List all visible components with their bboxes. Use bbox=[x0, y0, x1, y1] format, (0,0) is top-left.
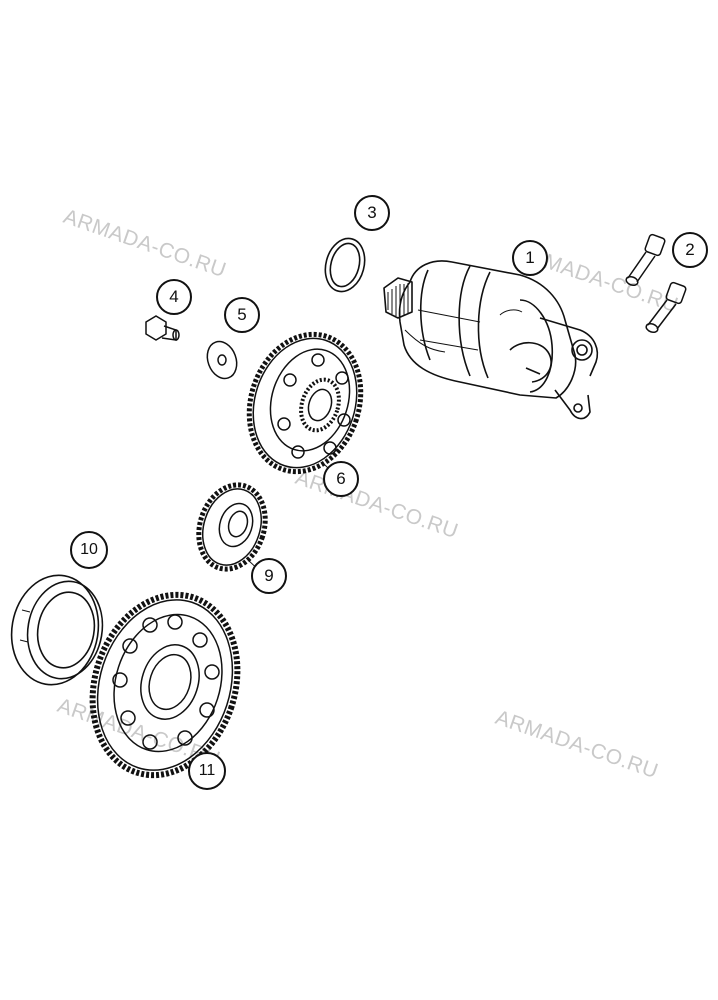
callout-part-4: 4 bbox=[156, 279, 192, 315]
callout-part-6: 6 bbox=[323, 461, 359, 497]
callout-part-2: 2 bbox=[672, 232, 708, 268]
starter-motor bbox=[383, 260, 599, 420]
bolt-pair bbox=[625, 233, 687, 334]
callout-part-11: 11 bbox=[188, 752, 226, 790]
callout-part-5: 5 bbox=[224, 297, 260, 333]
o-ring bbox=[324, 237, 366, 293]
small-gear bbox=[196, 482, 268, 572]
intermediate-gear bbox=[246, 331, 364, 475]
callout-part-9: 9 bbox=[251, 558, 287, 594]
large-gear bbox=[89, 591, 241, 779]
callout-part-1: 1 bbox=[512, 240, 548, 276]
bearing-ring bbox=[10, 574, 104, 686]
callout-part-10: 10 bbox=[70, 531, 108, 569]
washer bbox=[206, 340, 238, 380]
callout-part-3: 3 bbox=[354, 195, 390, 231]
small-bolt bbox=[145, 315, 180, 341]
